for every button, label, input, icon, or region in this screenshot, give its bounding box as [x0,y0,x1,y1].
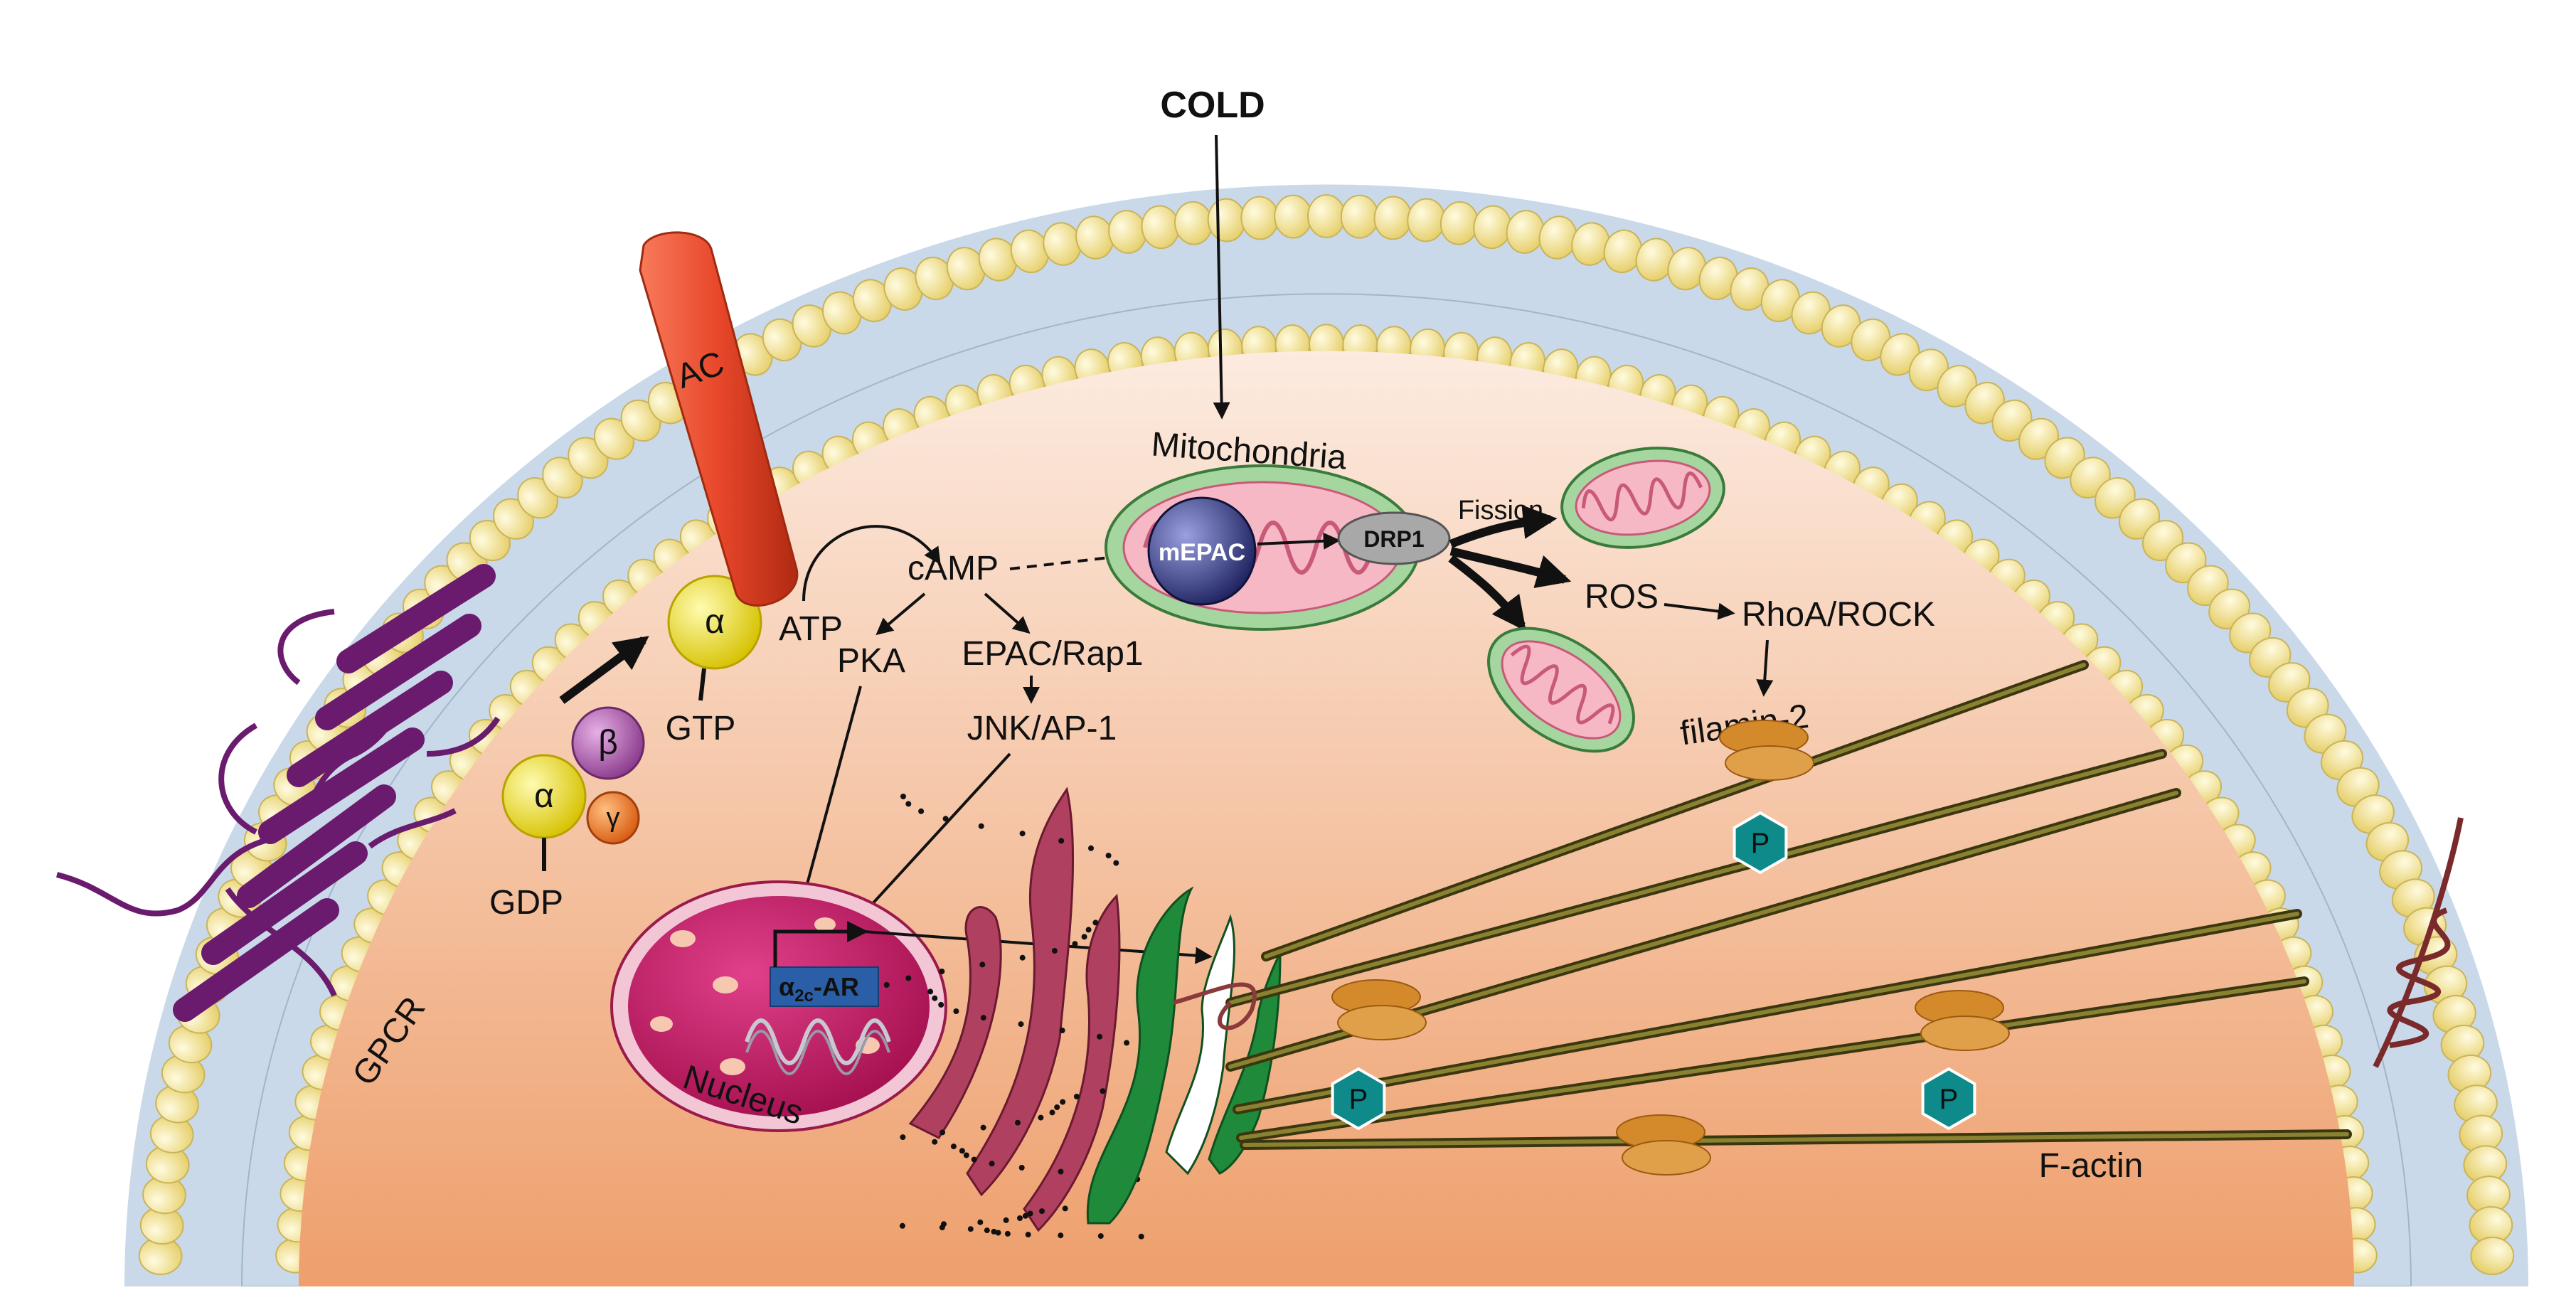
drp1-protein [1337,511,1451,565]
f-actin-label: F-actin [2039,1147,2144,1185]
gpcr-helix [201,841,368,965]
svg-text:P: P [1349,1084,1368,1115]
filamin-dimers [1331,720,2010,1176]
transcription-start-arrow [773,921,868,967]
gpcr-helix [336,564,496,673]
gpcr-helix [287,671,453,787]
jnk-to-nucleus-arrow [851,752,1011,927]
epac-rap1-label: EPAC/Rap1 [962,635,1143,673]
jnk-ap1-label: JNK/AP-1 [967,710,1117,747]
gpcr-receptor [56,564,501,1022]
atp-to-camp-arrow [802,525,941,602]
phosphorylation-marks: P P P [1331,811,1976,1131]
actin-linker-left [1173,982,1257,1030]
mepac-protein [1147,496,1257,606]
alpha2c-ar-gene-box [770,966,879,1007]
fission-arrows [1448,504,1572,631]
cold-arrow [1213,134,1230,420]
g-alpha-gtp-label: α [705,603,725,641]
ros-label: ROS [1585,578,1659,616]
rhoa-rock-label: RhoA/ROCK [1742,596,1935,634]
membrane-outer-heads [138,194,2515,1276]
alpha2c-ar-label: α2c-AR [779,972,859,1006]
endoplasmic-reticulum [1086,886,1282,1225]
g-protein-trimer [501,706,645,871]
g-gamma [586,791,640,845]
camp-label: cAMP [908,550,999,587]
g-alpha-gtp [667,575,762,670]
mepac-label: mEPAC [1159,539,1245,566]
gpcr-helix [258,727,425,844]
activation-arrow [559,636,649,704]
gpcr-helix [315,614,481,730]
atp-label: ATP [779,610,843,648]
cold-label: COLD [1160,85,1265,126]
adenylyl-cyclase [639,231,799,607]
pka-inhibit-line [799,686,862,911]
drp1-label: DRP1 [1363,526,1424,552]
gpcr-helix [173,898,339,1022]
g-gamma-label: γ [607,803,620,833]
svg-text:P: P [1751,828,1770,859]
pka-label: PKA [837,642,905,680]
mitochondrion-fragment-2 [1487,627,1635,753]
gdp-label: GDP [489,884,563,922]
g-alpha-gdp-label: α [534,777,554,815]
gtp-label: GTP [666,710,736,747]
golgi-apparatus [883,787,1145,1240]
fission-label: Fission [1458,496,1543,526]
membrane-linker-right [2373,817,2464,1068]
g-beta-label: β [598,724,618,762]
svg-text:P: P [1939,1084,1959,1115]
mitochondrion-fragment-1 [1560,447,1725,549]
g-beta [571,706,645,780]
gpcr-helix [237,784,396,908]
